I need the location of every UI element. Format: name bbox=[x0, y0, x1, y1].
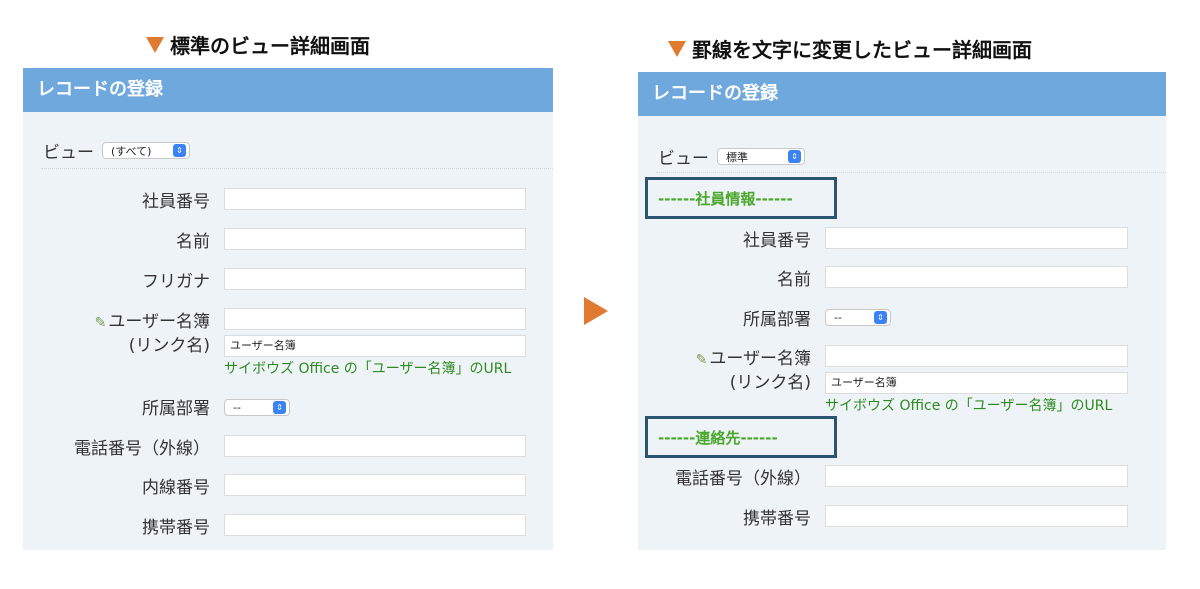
phone-ext-label: 電話番号（外線） bbox=[675, 469, 811, 489]
furigana-input[interactable] bbox=[224, 268, 526, 290]
phone-ext-input[interactable] bbox=[224, 435, 526, 457]
department-select-value: -- bbox=[834, 311, 842, 324]
url-hint: サイボウズ Office の「ユーザー名簿」のURL bbox=[825, 398, 1113, 414]
view-select[interactable]: 標準 ⇕ bbox=[717, 148, 805, 165]
view-select-value: 標準 bbox=[726, 150, 748, 164]
employee-no-input[interactable] bbox=[224, 188, 526, 210]
phone-int-input[interactable] bbox=[224, 474, 526, 496]
group-label-employee-info: ------社員情報------ bbox=[645, 177, 837, 219]
link-name-label: (リンク名) bbox=[729, 373, 811, 393]
panel-title: レコードの登録 bbox=[23, 68, 553, 112]
left-heading-text: 標準のビュー詳細画面 bbox=[170, 34, 370, 58]
link-name-input[interactable]: ユーザー名簿 bbox=[825, 372, 1128, 394]
user-directory-input[interactable] bbox=[825, 345, 1128, 367]
right-arrow-icon bbox=[584, 297, 608, 325]
pencil-icon: ✎ bbox=[695, 352, 708, 368]
user-directory-label-text: ユーザー名簿 bbox=[709, 349, 811, 369]
down-triangle-icon bbox=[146, 36, 164, 53]
down-triangle-icon bbox=[668, 40, 686, 57]
left-record-panel: レコードの登録 ビュー (すべて) ⇕ 社員番号 名前 フリガナ ✎ユーザー名簿… bbox=[23, 68, 553, 550]
employee-no-label: 社員番号 bbox=[743, 231, 811, 251]
furigana-label: フリガナ bbox=[142, 272, 210, 292]
view-label: ビュー bbox=[43, 143, 94, 163]
chevron-updown-icon: ⇕ bbox=[173, 144, 186, 157]
panel-title: レコードの登録 bbox=[638, 72, 1166, 116]
chevron-updown-icon: ⇕ bbox=[788, 150, 801, 163]
employee-no-label: 社員番号 bbox=[142, 192, 210, 212]
department-label: 所属部署 bbox=[743, 310, 811, 330]
name-input[interactable] bbox=[825, 266, 1128, 288]
divider bbox=[656, 172, 1166, 173]
right-heading-text: 罫線を文字に変更したビュー詳細画面 bbox=[692, 38, 1032, 62]
department-select-value: -- bbox=[233, 401, 241, 414]
user-directory-label: ✎ユーザー名簿 bbox=[95, 307, 210, 332]
mobile-input[interactable] bbox=[224, 514, 526, 536]
chevron-updown-icon: ⇕ bbox=[874, 311, 887, 324]
link-name-input[interactable]: ユーザー名簿 bbox=[224, 335, 526, 357]
phone-ext-label: 電話番号（外線） bbox=[74, 439, 210, 459]
view-select-value: (すべて) bbox=[111, 144, 152, 158]
link-name-label: (リンク名) bbox=[128, 336, 210, 356]
left-heading: 標準のビュー詳細画面 bbox=[146, 30, 370, 59]
chevron-updown-icon: ⇕ bbox=[273, 401, 286, 414]
view-select[interactable]: (すべて) ⇕ bbox=[102, 142, 190, 159]
name-input[interactable] bbox=[224, 228, 526, 250]
mobile-input[interactable] bbox=[825, 505, 1128, 527]
employee-no-input[interactable] bbox=[825, 227, 1128, 249]
url-hint: サイボウズ Office の「ユーザー名簿」のURL bbox=[224, 361, 512, 377]
view-selector-row: ビュー (すべて) ⇕ bbox=[43, 138, 190, 163]
user-directory-label-text: ユーザー名簿 bbox=[108, 312, 210, 332]
phone-int-label: 内線番号 bbox=[142, 478, 210, 498]
name-label: 名前 bbox=[777, 270, 811, 290]
user-directory-label: ✎ユーザー名簿 bbox=[696, 344, 811, 369]
view-label: ビュー bbox=[658, 149, 709, 169]
mobile-label: 携帯番号 bbox=[142, 518, 210, 538]
name-label: 名前 bbox=[176, 232, 210, 252]
department-select[interactable]: -- ⇕ bbox=[224, 399, 290, 416]
pencil-icon: ✎ bbox=[94, 315, 107, 331]
phone-ext-input[interactable] bbox=[825, 465, 1128, 487]
mobile-label: 携帯番号 bbox=[743, 509, 811, 529]
divider bbox=[41, 168, 553, 169]
user-directory-input[interactable] bbox=[224, 308, 526, 330]
view-selector-row: ビュー 標準 ⇕ bbox=[658, 144, 805, 169]
department-label: 所属部署 bbox=[142, 399, 210, 419]
right-record-panel: レコードの登録 ビュー 標準 ⇕ ------社員情報------ 社員番号 名… bbox=[638, 72, 1166, 550]
department-select[interactable]: -- ⇕ bbox=[825, 309, 891, 326]
group-label-contact: ------連絡先------ bbox=[645, 416, 837, 458]
right-heading: 罫線を文字に変更したビュー詳細画面 bbox=[668, 34, 1032, 63]
